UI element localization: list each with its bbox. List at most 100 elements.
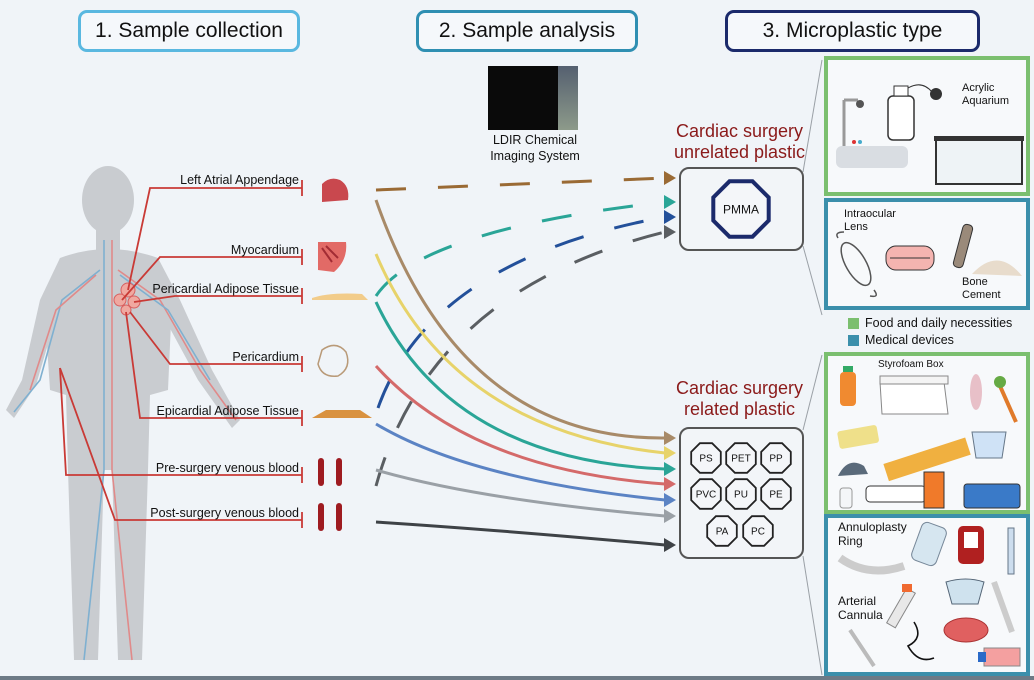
baby-bottle-icon xyxy=(839,487,853,509)
label-line: Bone xyxy=(962,276,988,288)
polymer-badge xyxy=(711,179,771,239)
mask-icon xyxy=(945,578,985,605)
intraocular-lens-icon xyxy=(836,231,877,298)
dentures-icon xyxy=(885,245,935,271)
tube-icon xyxy=(923,471,945,509)
label-line: Ring xyxy=(838,534,863,548)
arrowhead xyxy=(664,446,676,460)
pericardium-icon xyxy=(317,344,349,377)
solid-flow-line xyxy=(375,520,666,547)
arrowhead xyxy=(664,462,676,476)
label-line: Aquarium xyxy=(962,95,1010,107)
myocardium-icon xyxy=(318,242,347,272)
vessels xyxy=(13,240,237,661)
panel-connectors xyxy=(802,59,823,676)
arrowhead xyxy=(664,431,676,445)
bathtub-icon xyxy=(836,98,908,168)
legend-item-food: Food and daily necessities xyxy=(848,316,1012,330)
ldir-label-line1: LDIR Chemical xyxy=(492,133,578,147)
pump-bottle-icon xyxy=(887,84,942,141)
unrelated-plastic-title: Cardiac surgery unrelated plastic xyxy=(652,121,827,163)
step3-header: 3. Microplastic type xyxy=(725,10,980,52)
bottom-border xyxy=(0,676,1034,680)
polymer-badge xyxy=(706,515,738,547)
sample-label: Pericardial Adipose Tissue xyxy=(152,282,299,296)
ldir-instrument-image xyxy=(488,66,578,130)
polymer-badge xyxy=(760,442,792,474)
solid-flow-line xyxy=(375,468,666,518)
dashed-flow-line xyxy=(375,176,666,192)
human-body-icon xyxy=(6,166,240,660)
carrot-icon xyxy=(994,376,1018,423)
styrofoam-box-label: Styrofoam Box xyxy=(878,359,944,370)
arrowhead xyxy=(664,210,676,224)
arterial-cannula-label: Arterial Cannula xyxy=(838,594,883,622)
legend-swatch-blue xyxy=(848,334,859,346)
sample-label: Pericardium xyxy=(232,350,299,364)
title-line: unrelated plastic xyxy=(673,142,806,162)
polymer-label: PP xyxy=(769,454,783,465)
polymer-label: PU xyxy=(734,490,748,501)
title-line: related plastic xyxy=(683,399,796,419)
arrowhead xyxy=(664,225,676,239)
test-tube-icon xyxy=(885,584,917,629)
step1-header: 1. Sample collection xyxy=(78,10,300,52)
air-conditioner-icon xyxy=(865,485,927,503)
legend-label: Food and daily necessities xyxy=(865,316,1013,330)
arrowhead xyxy=(664,171,676,185)
bone-cement-icon xyxy=(952,223,1022,276)
annuloplasty-ring-label: Annuloplasty Ring xyxy=(838,520,907,548)
polymer-label: PET xyxy=(731,454,750,465)
step2-header: 2. Sample analysis xyxy=(416,10,638,52)
petri-dish-icon xyxy=(943,617,989,643)
polymer-badge xyxy=(725,442,757,474)
cap-icon xyxy=(838,462,868,476)
pipette-icon xyxy=(991,580,1015,634)
legend-swatch-green xyxy=(848,317,859,329)
polymer-label: PMMA xyxy=(723,202,759,216)
related-plastic-title: Cardiac surgery related plastic xyxy=(652,378,827,420)
left-atrial-appendage-icon xyxy=(322,178,349,202)
aquarium-label: Acrylic Aquarium xyxy=(962,82,1009,108)
flow-arrows xyxy=(374,171,676,552)
intraocular-lens-label: Intraocular Lens xyxy=(844,208,896,234)
dashed-flow-line xyxy=(376,215,666,409)
adipose-tissue-icon xyxy=(312,410,372,418)
polymer-badge xyxy=(690,442,722,474)
arrowhead xyxy=(664,493,676,507)
related-medical-panel: Annuloplasty Ring Arterial Cannula xyxy=(824,514,1030,676)
arrowhead xyxy=(664,477,676,491)
polymer-badge xyxy=(690,478,722,510)
related-food-panel: Styrofoam Box xyxy=(824,352,1030,514)
polymer-label: PE xyxy=(769,490,783,501)
iv-bag-icon xyxy=(911,521,947,567)
yogurt-icon xyxy=(971,431,1007,459)
culture-flask-icon xyxy=(978,647,1021,667)
unrelated-medical-panel: Intraocular Lens Bone Cement xyxy=(824,198,1030,310)
label-line: Cannula xyxy=(838,608,883,622)
sample-label: Pre-surgery venous blood xyxy=(155,461,299,475)
polymer-label: PS xyxy=(699,454,713,465)
dashed-flow-line xyxy=(374,200,666,297)
solid-flow-line xyxy=(374,199,666,440)
label-line: Arterial xyxy=(838,594,877,608)
leader-lines xyxy=(59,180,303,528)
juice-bottle-icon xyxy=(840,366,856,406)
polymer-label: PA xyxy=(716,527,729,538)
label-line: Lens xyxy=(844,221,868,233)
sample-label: Epicardial Adipose Tissue xyxy=(156,404,299,418)
label-line: Cement xyxy=(962,289,1001,301)
cannula-icon xyxy=(848,628,876,668)
solid-flow-line xyxy=(374,364,666,486)
polymer-label: PVC xyxy=(696,490,717,501)
annuloplasty-ring-icon xyxy=(837,554,906,575)
label-line: Intraocular xyxy=(844,208,896,220)
solid-flow-line xyxy=(375,422,666,502)
arrowhead xyxy=(664,509,676,523)
polymer-shapes: PMMA PS PET PP PVC PU PE PA PC xyxy=(690,179,792,547)
cling-wrap-icon xyxy=(883,437,971,482)
polymer-label: PC xyxy=(751,527,765,538)
squid-icon xyxy=(970,374,982,410)
